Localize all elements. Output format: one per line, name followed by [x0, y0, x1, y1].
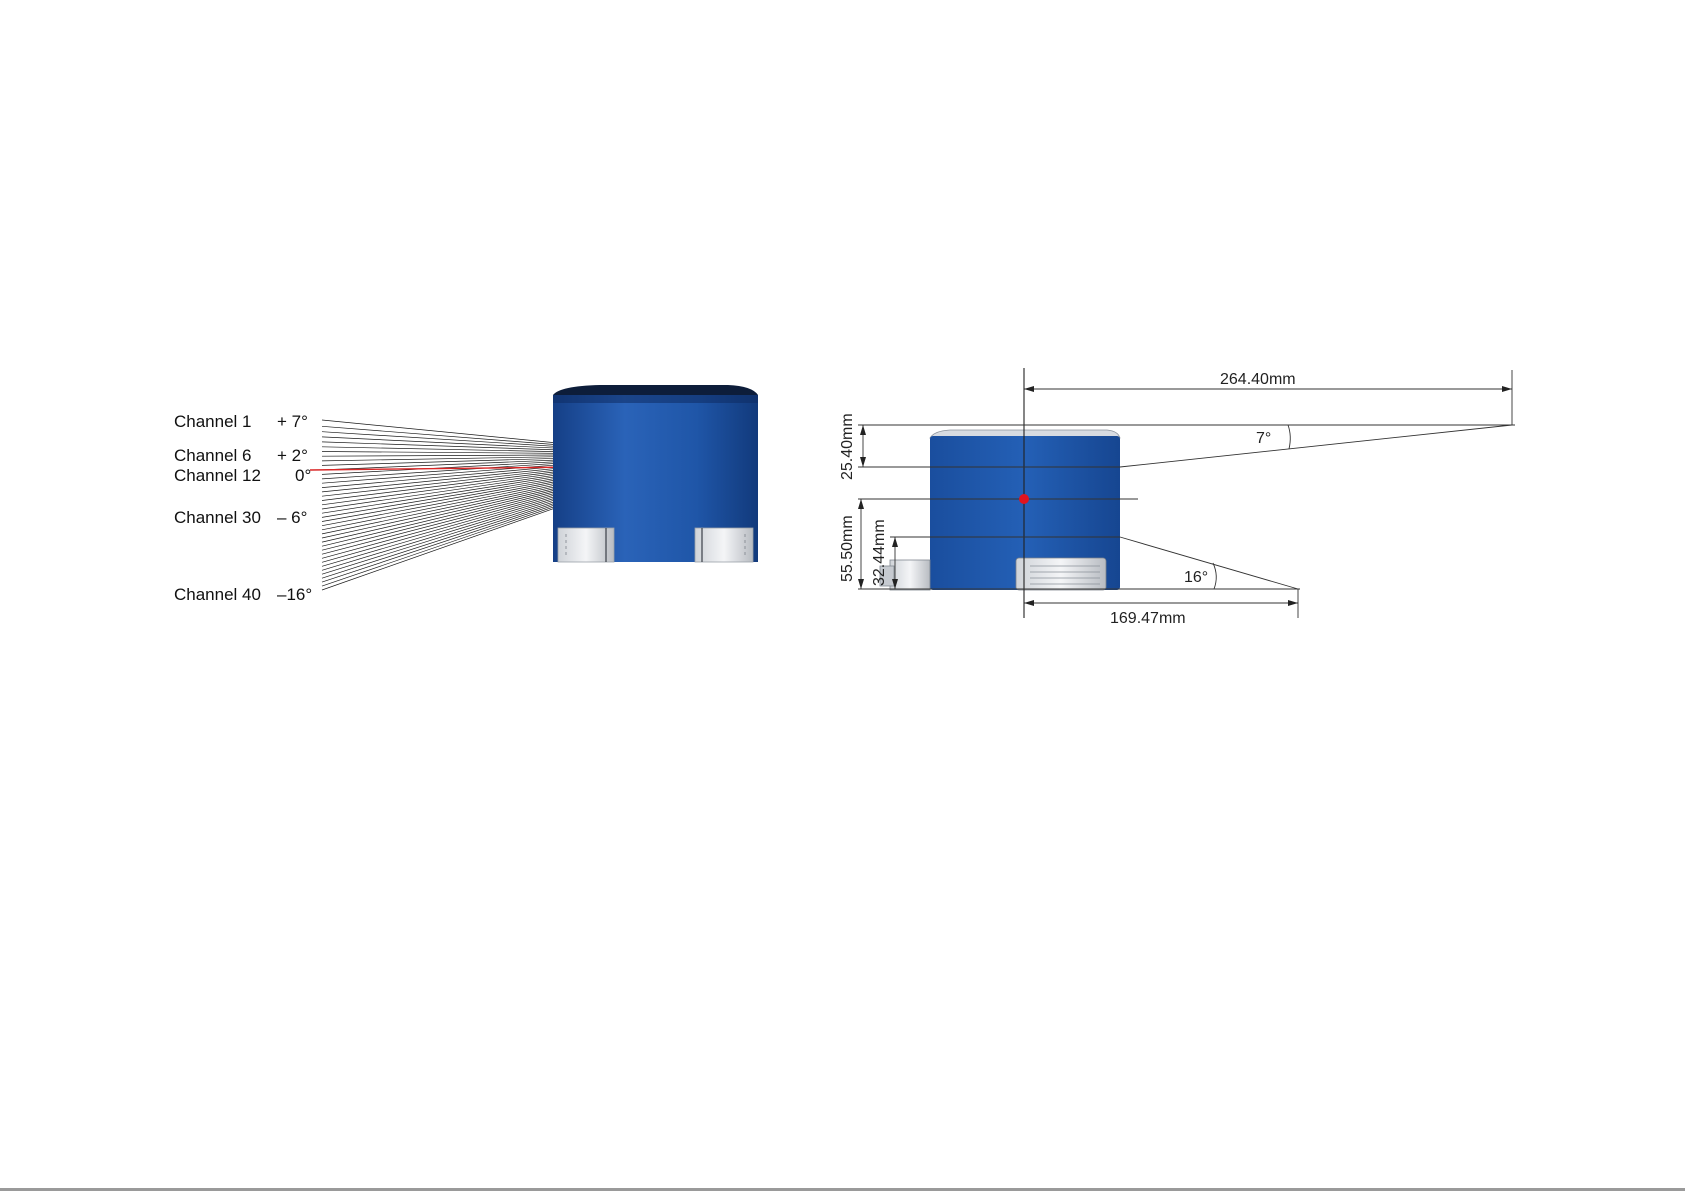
sensor-illustration-left: [553, 385, 758, 562]
channel-12-label: Channel 12: [174, 466, 261, 485]
beam-line: [322, 499, 578, 586]
bottom-width-label: 169.47mm: [1110, 610, 1186, 627]
channel-30-label: Channel 30: [174, 508, 261, 527]
beam-line: [322, 470, 578, 504]
beam-line: [322, 494, 578, 574]
beam-line: [322, 492, 578, 567]
beam-line: [322, 420, 578, 445]
channel-6-angle: + 2°: [277, 446, 308, 465]
lower-angle-label: 16°: [1184, 569, 1208, 586]
lower-height-label: 32.44mm: [871, 519, 888, 586]
upper-angle-ray: [1120, 425, 1512, 467]
channel-12-angle: 0°: [295, 466, 311, 485]
beam-line: [322, 455, 578, 456]
channel-40-label: Channel 40: [174, 585, 261, 604]
center-point-marker: [1019, 494, 1029, 504]
beam-line: [322, 500, 578, 590]
total-height-label: 55.50mm: [839, 515, 856, 582]
upper-height-label: 25.40mm: [839, 413, 856, 480]
upper-angle-arc: [1288, 425, 1290, 449]
channel-1-angle: + 7°: [277, 412, 308, 431]
beam-diagram: Channel 1 + 7° Channel 6 + 2° Channel 12…: [174, 385, 758, 604]
channel-1-label: Channel 1: [174, 412, 252, 431]
upper-angle-label: 7°: [1256, 430, 1271, 447]
beam-line: [322, 463, 578, 483]
dimension-drawing: 264.40mm 169.47mm 25.40mm 55.50mm 32.44m…: [839, 368, 1515, 627]
beam-line: [322, 432, 578, 448]
lower-angle-ray: [1120, 537, 1298, 589]
sensor-illustration-right: [880, 430, 1120, 590]
beam-fan: [322, 420, 578, 590]
beam-line: [322, 487, 578, 554]
page-bottom-rule: [0, 1188, 1685, 1191]
beam-line: [322, 452, 578, 454]
channel-30-angle: – 6°: [277, 508, 307, 527]
top-width-label: 264.40mm: [1220, 371, 1296, 388]
beam-line: [322, 489, 578, 559]
beam-line: [322, 476, 578, 522]
lower-angle-arc: [1213, 563, 1216, 589]
channel-6-label: Channel 6: [174, 446, 252, 465]
channel-40-angle: –16°: [277, 585, 312, 604]
